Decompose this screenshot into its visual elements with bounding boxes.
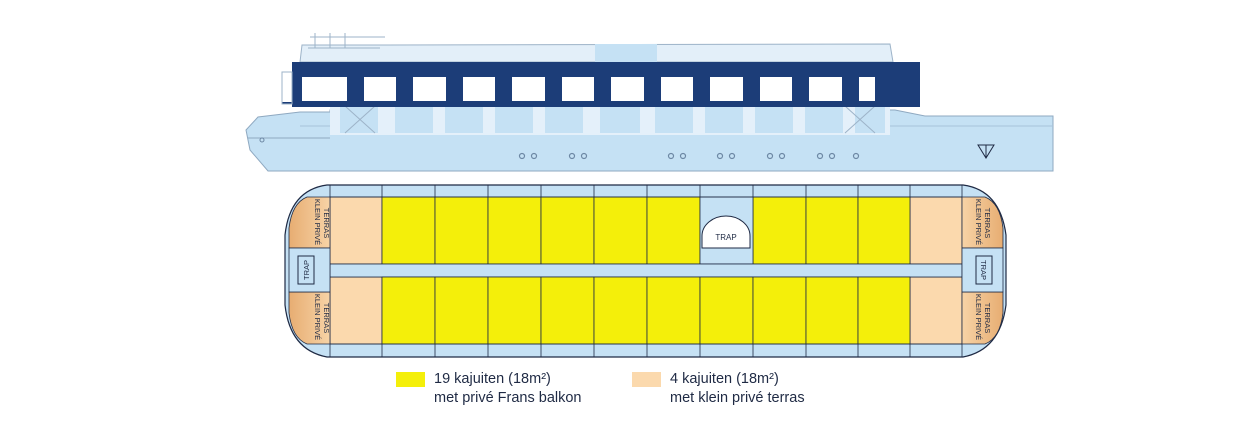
corridor bbox=[329, 263, 963, 278]
balcony-cabins-bottom-row bbox=[381, 276, 911, 345]
legend-swatch-balcony bbox=[396, 372, 425, 387]
legend-balcony-line1: 19 kajuiten (18m²) bbox=[434, 371, 551, 387]
terrace-left-bottom bbox=[288, 291, 331, 345]
left-stair-label: TRAP bbox=[302, 260, 311, 280]
legend-balcony-cabins: 19 kajuiten (18m²) met privé Frans balko… bbox=[396, 370, 581, 407]
deck-dividers bbox=[329, 185, 963, 357]
terrace-left-bottom-line1: KLEIN PRIVÉ bbox=[313, 294, 322, 340]
terrace-right-top-label: KLEIN PRIVÉ TERRAS bbox=[974, 199, 992, 247]
legend-swatch-terrace bbox=[632, 372, 661, 387]
legend-text-balcony: 19 kajuiten (18m²) met privé Frans balko… bbox=[434, 370, 581, 407]
legend-balcony-line2: met privé Frans balkon bbox=[434, 389, 582, 406]
terrace-left-bottom-line2: TERRAS bbox=[322, 303, 331, 333]
deck-plan: TRAP bbox=[284, 184, 1007, 358]
terrace-right-bottom-label: KLEIN PRIVÉ TERRAS bbox=[974, 294, 992, 342]
terrace-cabin bbox=[329, 276, 383, 345]
terrace-cabin bbox=[329, 196, 383, 265]
bow-rail-post bbox=[281, 71, 293, 105]
terrace-right-top bbox=[961, 196, 1004, 249]
upper-deck-window-frames bbox=[347, 75, 859, 101]
legend-terrace-cabins: 4 kajuiten (18m²) met klein privé terras bbox=[632, 370, 805, 407]
wheelhouse bbox=[875, 62, 920, 107]
left-stair-box bbox=[297, 255, 315, 285]
terrace-right-bottom-line2: TERRAS bbox=[983, 303, 992, 333]
terrace-left-top-line2: TERRAS bbox=[322, 208, 331, 238]
legend-text-terrace: 4 kajuiten (18m²) met klein privé terras bbox=[670, 370, 805, 407]
terrace-right-bottom-line1: KLEIN PRIVÉ bbox=[974, 294, 983, 340]
terrace-right-bottom bbox=[961, 291, 1004, 345]
balcony-cabins-top-row bbox=[381, 196, 911, 265]
ship-side-view bbox=[245, 33, 1054, 172]
terrace-left-bottom-label: KLEIN PRIVÉ TERRAS bbox=[313, 294, 331, 342]
right-stair-box bbox=[975, 255, 993, 285]
portholes bbox=[518, 152, 860, 160]
upper-deck-white-strip bbox=[302, 77, 875, 101]
lower-deck-windows bbox=[340, 107, 885, 133]
center-stair-label: TRAP bbox=[715, 233, 736, 242]
legend-terrace-line1: 4 kajuiten (18m²) bbox=[670, 371, 779, 387]
legend-terrace-line2: met klein privé terras bbox=[670, 389, 805, 406]
sun-deck-railing bbox=[308, 33, 385, 49]
terrace-left-top-label: KLEIN PRIVÉ TERRAS bbox=[313, 199, 331, 247]
canopy-panel bbox=[595, 44, 657, 64]
center-stair-dome bbox=[701, 215, 751, 249]
terrace-left-top-line1: KLEIN PRIVÉ bbox=[313, 199, 322, 245]
right-stair-label: TRAP bbox=[979, 260, 988, 280]
terrace-right-top-line1: KLEIN PRIVÉ bbox=[974, 199, 983, 245]
terrace-right-top-line2: TERRAS bbox=[983, 208, 992, 238]
bow-hawse-icon bbox=[259, 137, 265, 143]
deck-struts bbox=[344, 105, 876, 134]
terrace-cabin bbox=[909, 196, 963, 265]
terrace-cabin bbox=[909, 276, 963, 345]
